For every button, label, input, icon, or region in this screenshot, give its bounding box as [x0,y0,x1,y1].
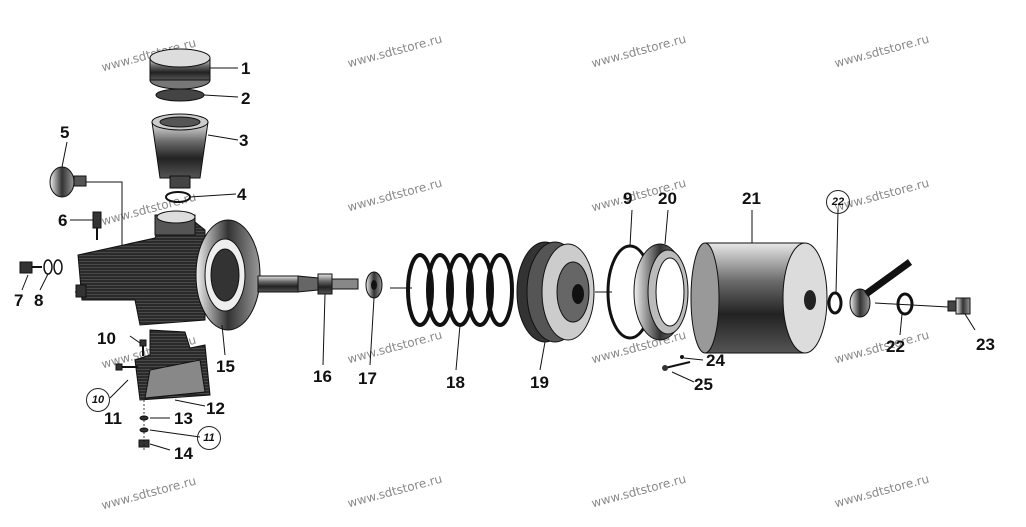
callout-13: 13 [174,409,193,428]
callout-24: 24 [706,351,725,370]
callout-8: 8 [34,291,44,310]
part-2-gasket [155,88,205,102]
part-20-cylinder-ring [633,243,689,341]
callout-9: 9 [623,189,633,208]
callout-circled-11: 11 [197,426,221,450]
part-10-screw [139,339,147,356]
callout-23: 23 [976,335,995,354]
callout-18: 18 [446,373,465,392]
callout-2: 2 [241,89,251,108]
part-21-cylinder [690,242,828,354]
part-22-washer [896,292,914,316]
part-6-bleed-valve [92,211,102,240]
callout-15: 15 [216,357,235,376]
part-25-screw [662,361,691,371]
part-15-housing [75,210,261,331]
callout-circled-22: 22 [826,190,850,214]
callout-17: 17 [358,369,377,388]
part-10-screw [115,363,138,371]
callout-3: 3 [239,131,249,150]
callout-1: 1 [241,59,251,78]
part-22-washer [827,291,843,315]
callout-11: 11 [104,409,122,428]
part-7-bolt [19,261,42,274]
part-12-bracket [134,329,211,401]
part-17-nut [365,271,383,299]
part-3-filter-cup [151,113,209,189]
callout-25: 25 [694,375,713,394]
callout-20: 20 [658,189,677,208]
part-18-spring [406,253,514,327]
callout-10: 10 [97,329,116,348]
callout-14: 14 [174,444,193,463]
part-22-banjo-fitting [849,259,913,318]
callout-19: 19 [530,373,549,392]
part-19-piston [516,241,595,343]
part-4-o-ring [165,191,191,203]
part-23-banjo-bolt [947,297,971,315]
callout-22: 22 [886,337,905,356]
callout-4: 4 [237,185,247,204]
part-1-cap [149,48,211,90]
callout-circled-10: 10 [86,388,110,412]
callout-21: 21 [742,189,761,208]
callout-16: 16 [313,367,332,386]
part-24-washer [680,355,684,359]
callout-5: 5 [60,123,70,142]
callout-6: 6 [58,211,68,230]
part-8-washer [53,259,63,275]
part-8-washer [43,259,53,275]
leader-lines [21,67,976,451]
part-5-fitting [49,166,158,249]
callout-12: 12 [206,399,225,418]
part-16-push-rod [257,273,359,295]
callout-7: 7 [14,291,24,310]
